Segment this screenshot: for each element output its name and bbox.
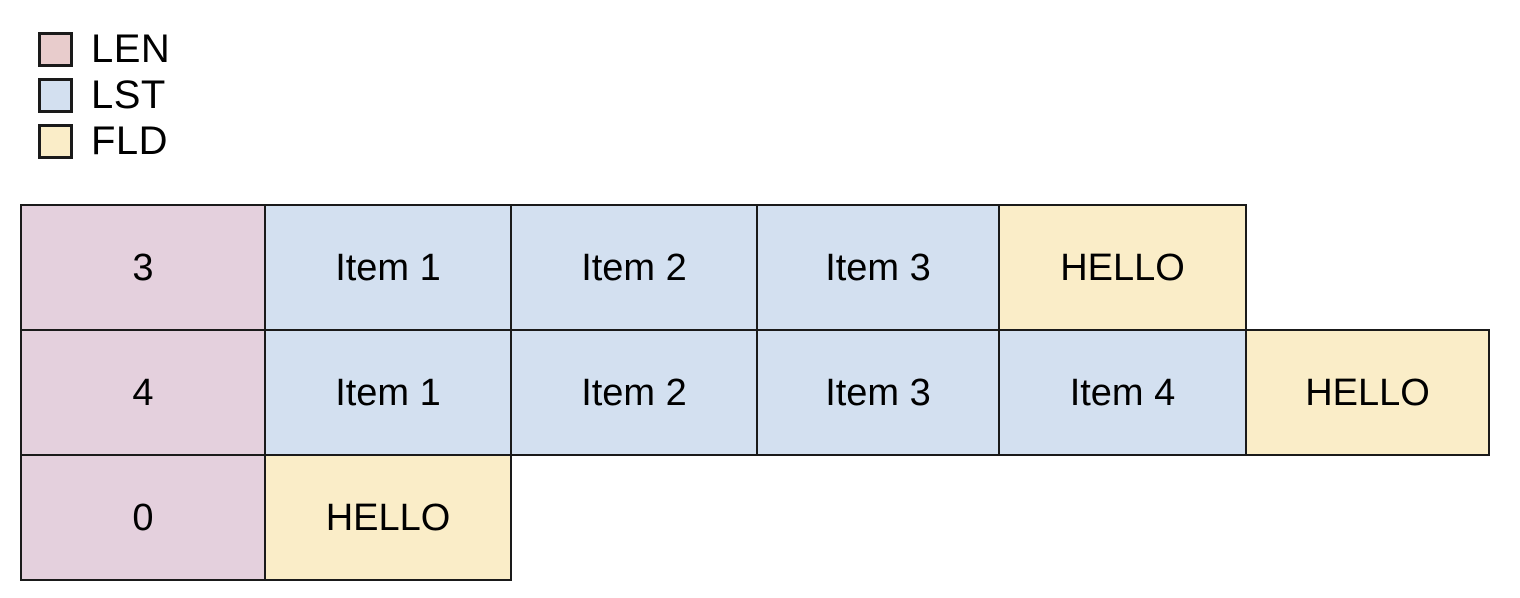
table-cell-fld: HELLO	[1245, 329, 1490, 456]
legend-swatch-lst-icon	[38, 77, 73, 113]
legend-label: LEN	[91, 27, 171, 71]
table-cell-lst: Item 2	[510, 204, 758, 331]
legend-label: FLD	[91, 119, 169, 163]
legend-swatch-len-icon	[38, 31, 73, 67]
table-cell-lst: Item 1	[264, 329, 512, 456]
legend-item-lst: LST	[38, 72, 338, 118]
table-cell-fld: HELLO	[264, 454, 512, 581]
table-cell-fld: HELLO	[998, 204, 1247, 331]
table-cell-len: 3	[20, 204, 266, 331]
table-cell-len: 0	[20, 454, 266, 581]
table-cell-lst: Item 4	[998, 329, 1247, 456]
table-cell-lst: Item 1	[264, 204, 512, 331]
table-cell-lst: Item 3	[756, 329, 1000, 456]
table-cell-lst: Item 2	[510, 329, 758, 456]
table-cell-lst: Item 3	[756, 204, 1000, 331]
table-cell-len: 4	[20, 329, 266, 456]
legend-item-len: LEN	[38, 26, 338, 72]
legend-item-fld: FLD	[38, 118, 338, 164]
legend-label: LST	[91, 73, 166, 117]
legend-swatch-fld-icon	[38, 123, 73, 159]
